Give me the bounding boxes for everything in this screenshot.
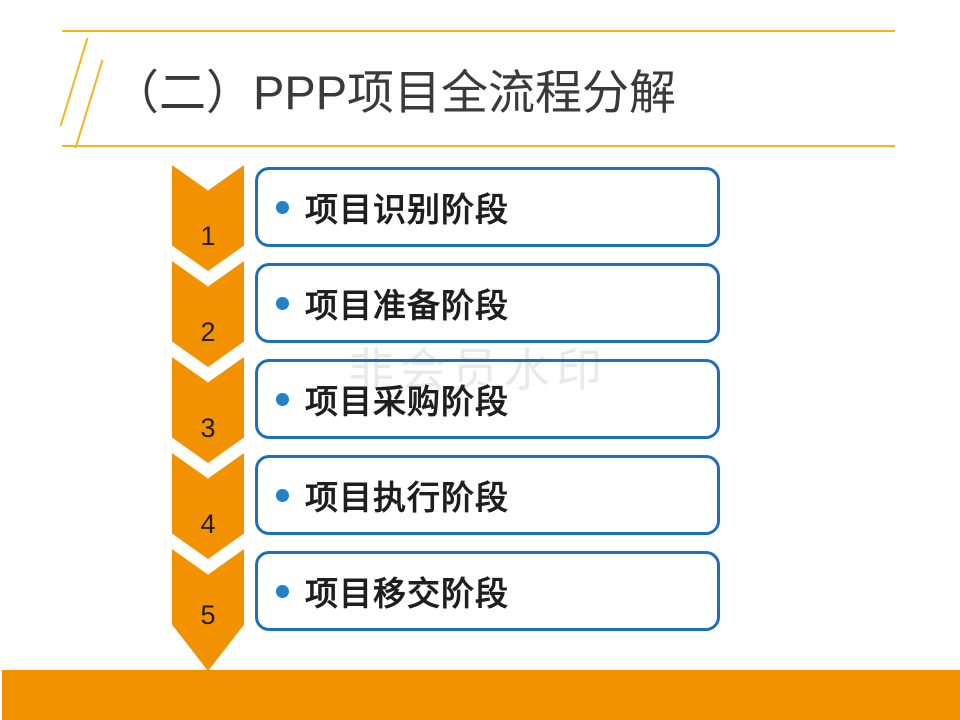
page-title: （二）PPP项目全流程分解	[112, 66, 677, 119]
step-chevron-3[interactable]: 3	[172, 357, 244, 463]
step-label-1: 项目识别阶段	[305, 191, 509, 228]
title-rule-bottom	[62, 145, 895, 147]
step-label-box-4[interactable]: 项目执行阶段	[255, 455, 720, 535]
step-label-5: 项目移交阶段	[305, 575, 509, 612]
step-number-3: 3	[200, 413, 216, 443]
bullet-icon	[276, 584, 289, 598]
step-number-2: 2	[200, 317, 216, 347]
step-chevron-1[interactable]: 1	[172, 165, 244, 271]
bullet-icon	[276, 200, 289, 214]
step-label-box-3[interactable]: 项目采购阶段	[255, 359, 720, 439]
step-label-4: 项目执行阶段	[305, 479, 509, 516]
step-number-1: 1	[200, 221, 216, 251]
step-label-3: 项目采购阶段	[305, 383, 509, 420]
step-number-4: 4	[200, 509, 216, 539]
step-chevron-4[interactable]: 4	[172, 453, 244, 559]
step-label-2: 项目准备阶段	[305, 287, 509, 324]
bullet-icon	[276, 488, 289, 502]
step-number-5: 5	[200, 600, 216, 630]
title-rule-top	[62, 30, 895, 32]
bullet-icon	[276, 296, 289, 310]
step-chevron-2[interactable]: 2	[172, 261, 244, 367]
step-label-box-5[interactable]: 项目移交阶段	[255, 551, 720, 631]
footer-accent-bar	[2, 670, 960, 720]
step-label-box-2[interactable]: 项目准备阶段	[255, 263, 720, 343]
step-label-box-1[interactable]: 项目识别阶段	[255, 167, 720, 247]
bullet-icon	[276, 392, 289, 406]
step-chevron-5[interactable]: 5	[172, 549, 244, 671]
